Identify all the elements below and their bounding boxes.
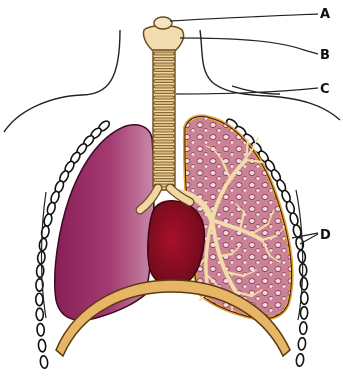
trachea-ring — [154, 102, 174, 105]
rib-link — [297, 250, 306, 263]
rib-link — [36, 308, 44, 321]
trachea-ring — [154, 69, 174, 72]
rib-link — [36, 265, 44, 278]
trachea-ring — [154, 118, 174, 121]
trachea-ring — [154, 74, 174, 77]
trachea-ring — [154, 113, 174, 116]
label-b: B — [320, 48, 330, 63]
trachea-ring — [154, 173, 174, 176]
trachea-ring — [154, 146, 174, 149]
rib-link — [299, 322, 307, 335]
rib-link — [40, 355, 49, 368]
trachea-ring — [154, 162, 174, 165]
trachea-ring — [154, 63, 174, 66]
trachea-ring — [154, 107, 174, 110]
rib-link — [43, 213, 53, 227]
rib-link — [46, 201, 57, 215]
trachea-ring — [154, 91, 174, 94]
label-a: A — [320, 7, 330, 22]
rib-link — [289, 212, 299, 226]
rib-link — [296, 353, 305, 366]
epiglottis — [154, 17, 172, 29]
trachea-ring — [154, 140, 174, 143]
rib-link — [300, 307, 308, 320]
trachea-ring — [154, 58, 174, 61]
trachea-ring — [154, 151, 174, 154]
label-d: D — [320, 228, 331, 243]
rib-link — [36, 293, 43, 305]
trachea-ring — [154, 85, 174, 88]
trachea-ring — [154, 157, 174, 160]
trachea-ring — [154, 80, 174, 83]
rib-link — [37, 323, 45, 336]
rib-link — [285, 200, 296, 214]
rib-link — [298, 337, 306, 350]
rib-link — [39, 238, 48, 251]
trachea-ring — [154, 124, 174, 127]
trachea-ring — [154, 168, 174, 171]
trachea-ring — [154, 96, 174, 99]
trachea-ring — [154, 52, 174, 55]
label-c: C — [320, 82, 330, 97]
trachea-ring — [154, 135, 174, 138]
trachea-ring — [154, 129, 174, 132]
rib-link — [38, 339, 46, 352]
trachea-ring — [154, 179, 174, 182]
